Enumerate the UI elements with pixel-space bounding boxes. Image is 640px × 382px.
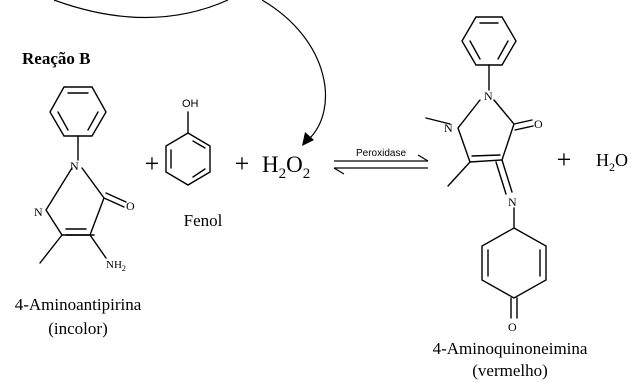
reactant1-o-label: O <box>126 199 135 213</box>
product1-o-top-label: O <box>534 117 543 131</box>
product1-name: 4-Aminoquinoneimina <box>433 339 588 358</box>
aminoquinoneimine-structure <box>425 16 547 319</box>
phenol-name: Fenol <box>184 211 223 230</box>
product1-imine-n-label: N <box>508 195 517 209</box>
phenol-structure <box>165 111 211 186</box>
curved-arrow <box>261 0 327 141</box>
upper-arc <box>53 0 229 19</box>
plus-sign-3: + <box>557 145 572 174</box>
equilibrium-arrow <box>333 154 429 175</box>
product1-n1-label: N <box>484 89 493 103</box>
plus-sign-1: + <box>145 149 160 178</box>
reactant1-note: (incolor) <box>48 319 107 338</box>
catalyst-label: Peroxidase <box>356 148 406 159</box>
plus-sign-2: + <box>235 149 250 178</box>
reactant1-n2-label: N <box>34 205 43 219</box>
phenol-oh-label: OH <box>182 98 199 110</box>
water: H2O <box>596 150 628 174</box>
hydrogen-peroxide: H2O2 <box>262 152 310 182</box>
reaction-title: Reação B <box>22 49 90 68</box>
reactant1-n1-label: N <box>70 159 79 173</box>
product1-n2-label: N <box>444 121 453 135</box>
reactant1-name: 4-Aminoantipirina <box>15 295 142 314</box>
product1-o-bottom-label: O <box>508 320 517 334</box>
aminoantipyrine-structure <box>39 86 127 264</box>
product1-note: (vermelho) <box>472 361 548 380</box>
reactant1-nh2-label: NH2 <box>106 259 126 273</box>
curved-arrow-head <box>302 132 314 146</box>
